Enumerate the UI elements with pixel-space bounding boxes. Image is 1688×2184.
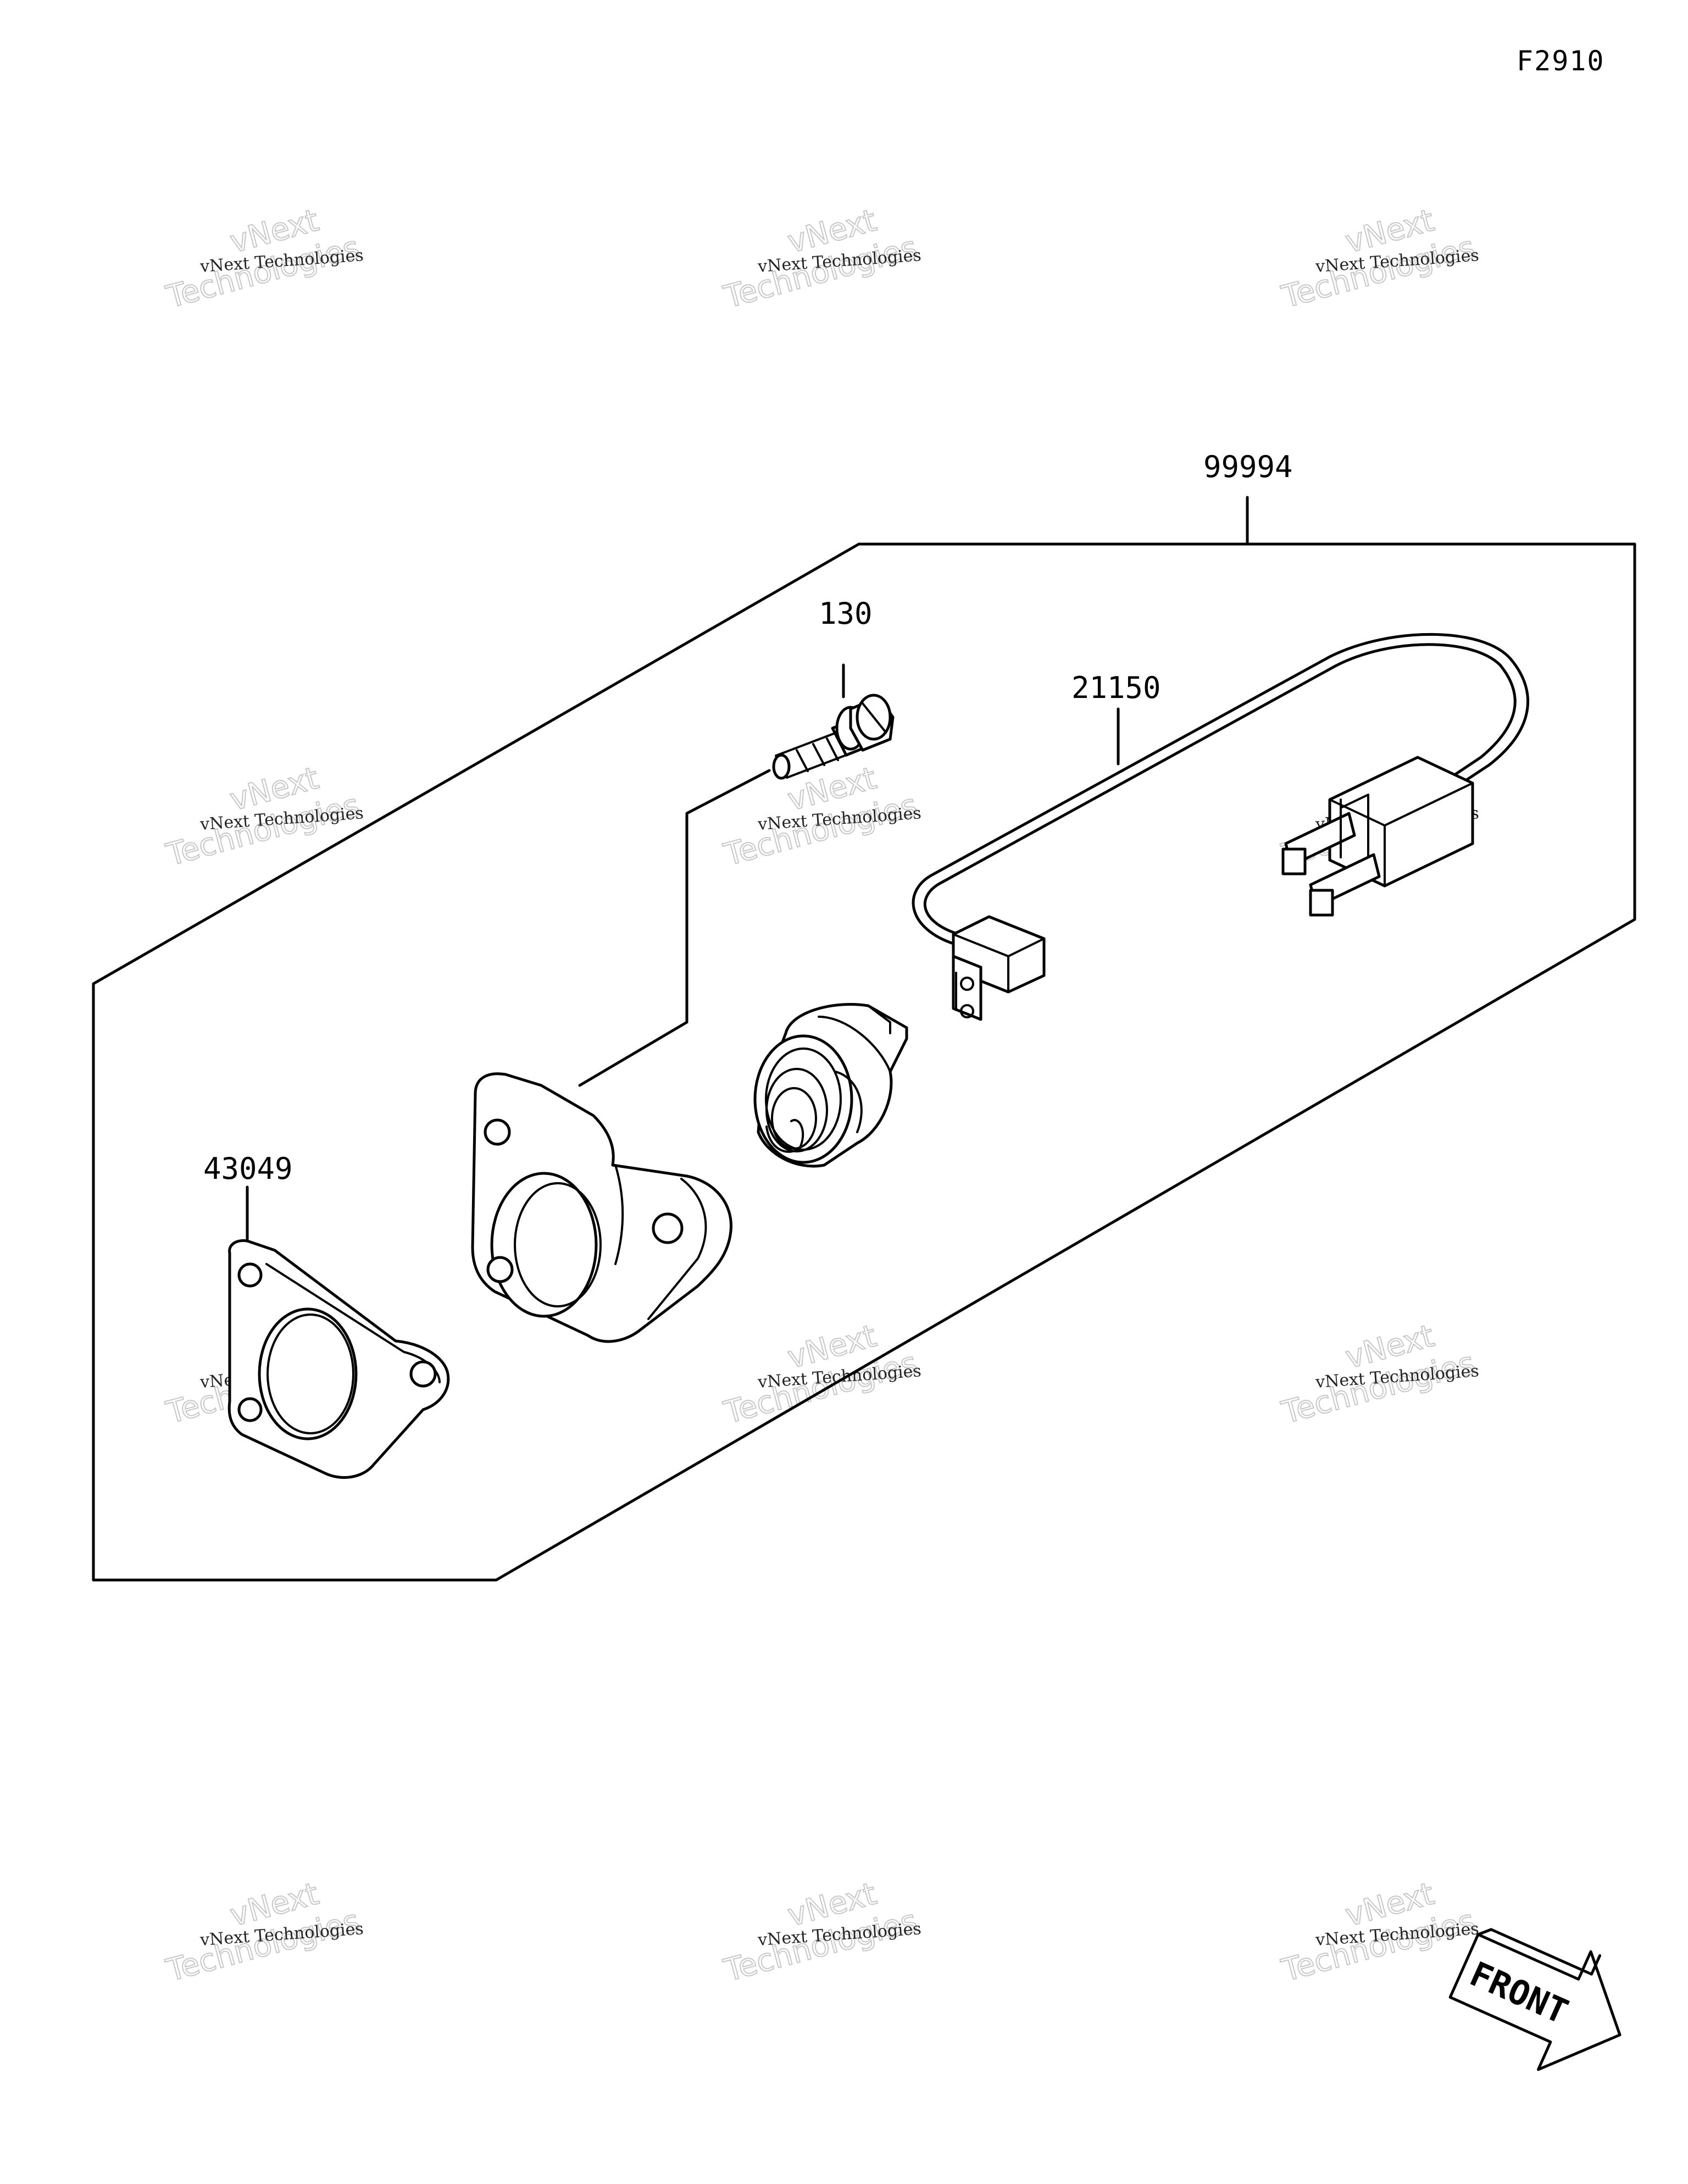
gasket-part <box>227 1239 450 1479</box>
part-label-gasket: 43049 <box>203 1151 293 1186</box>
housing-part <box>471 1072 732 1343</box>
part-label-harness: 21150 <box>1071 670 1161 705</box>
bolt-part <box>772 694 895 780</box>
part-label-kit: 99994 <box>1203 450 1293 484</box>
wire-harness-part <box>912 633 1529 1021</box>
diagram-code: F2910 <box>1517 45 1605 77</box>
part-label-bolt: 130 <box>819 596 873 631</box>
front-arrow-icon: FRONT <box>1448 1928 1622 2071</box>
sensor-part <box>753 1003 908 1168</box>
bolt-to-housing-leader <box>578 769 771 1087</box>
kit-frame <box>92 542 1636 1582</box>
